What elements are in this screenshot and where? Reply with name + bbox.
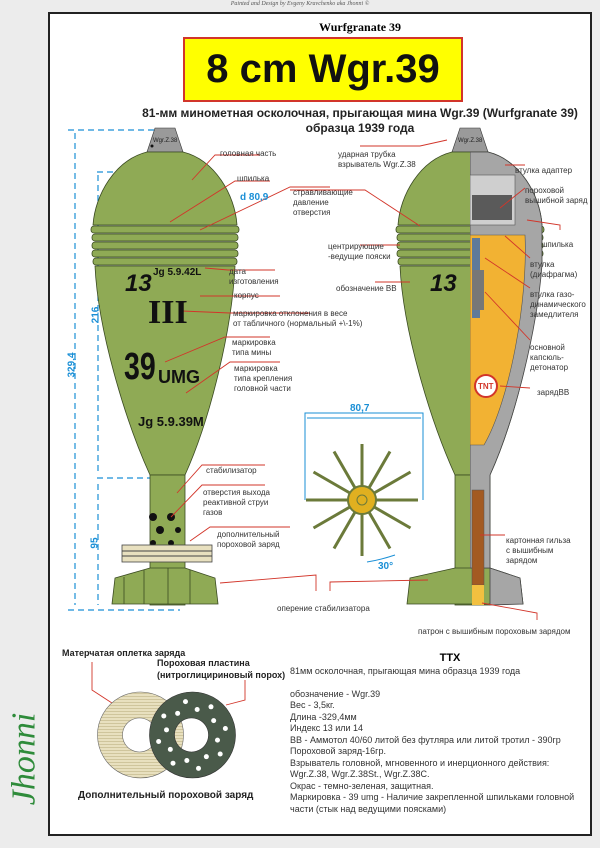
label-bands: центрирующие -ведущие пояски bbox=[328, 242, 391, 261]
leader-lines bbox=[91, 139, 561, 706]
date-marking-bottom: Jg 5.9.39M bbox=[138, 414, 204, 429]
label-cartridge-case: картонная гильза с вышибным зарядом bbox=[506, 536, 571, 565]
index-marking: 13 bbox=[125, 270, 152, 297]
fin-end-view bbox=[304, 412, 424, 563]
dim-tail: 95 bbox=[89, 537, 101, 549]
label-pin-right: шпилька bbox=[541, 240, 574, 249]
label-head-mount: маркировка типа крепления головной части bbox=[234, 364, 293, 393]
label-cloth: Матерчатая оплетка заряда bbox=[62, 648, 186, 658]
ttx-line: Взрыватель головной, мгновенного и инерц… bbox=[290, 757, 550, 780]
ttx-line: Окрас - темно-зеленая, защитная. bbox=[290, 780, 434, 791]
ttx-line: 81мм осколочная, прыгающая мина образца … bbox=[290, 666, 521, 676]
ttx-title: ТТХ bbox=[439, 652, 461, 664]
dim-fin-span: 80,7 bbox=[350, 403, 370, 414]
charge-caption: Дополнительный пороховой заряд bbox=[78, 790, 254, 801]
extra-charge-rings bbox=[97, 691, 236, 779]
subtitle-line-2: образца 1939 года bbox=[305, 121, 415, 135]
label-pin: шпилька bbox=[237, 174, 270, 183]
date-marking-top: Jg 5.9.42L bbox=[153, 267, 202, 278]
powder-plate-hole bbox=[208, 704, 214, 710]
powder-plate-hole bbox=[167, 746, 173, 752]
label-hx-mark: обозначение ВВ bbox=[336, 284, 397, 293]
header-title: Wurfgranate 39 bbox=[318, 20, 402, 34]
label-detonator: основной капсюль- детонатор bbox=[530, 343, 569, 372]
label-weight: маркировка отклонения в весе от таблично… bbox=[233, 309, 363, 328]
label-eject-charge: пороховой вышибной заряд bbox=[525, 186, 588, 205]
title-box: 8 cm Wgr.39 bbox=[183, 37, 463, 102]
head-type-marking: UMG bbox=[158, 367, 200, 387]
powder-plate-hole bbox=[222, 725, 228, 731]
label-hx: зарядВВ bbox=[537, 388, 570, 397]
powder-plate-hole bbox=[170, 760, 176, 766]
ttx-line bbox=[290, 678, 590, 689]
powder-plate-hole bbox=[184, 757, 190, 763]
ttx-line: Пороховой заряд-16гр. bbox=[290, 746, 386, 756]
powder-plate-hole bbox=[175, 710, 181, 716]
label-body: корпус bbox=[234, 291, 259, 300]
powder-plate-hole bbox=[211, 718, 217, 724]
label-head: головная часть bbox=[220, 149, 277, 158]
powder-plate-hole bbox=[214, 737, 220, 743]
powder-plate-hole bbox=[156, 739, 162, 745]
powder-plate-hole bbox=[217, 751, 223, 757]
ttx-line: Маркировка - 39 umg - Наличие закрепленн… bbox=[290, 792, 575, 814]
dim-total: 329,4 bbox=[66, 352, 78, 378]
powder-plate-hole bbox=[161, 713, 167, 719]
label-fins: оперение стабилизатора bbox=[277, 604, 370, 613]
label-vent: стравливающие давление отверстия bbox=[293, 188, 353, 217]
powder-plate-hole bbox=[203, 754, 209, 760]
ttx-line: Длина -329,4мм bbox=[290, 711, 357, 722]
ttx-line: Индекс 13 или 14 bbox=[290, 723, 364, 733]
label-date: дата изготовления bbox=[229, 267, 279, 286]
label-cartridge: патрон с вышибным пороховым зарядом bbox=[418, 627, 571, 636]
fuze-marking-right: Wgr.Z.38 bbox=[458, 138, 483, 144]
tnt-badge: TNT bbox=[478, 382, 494, 391]
subtitle: 81-мм минометная осколочная, прыгающая м… bbox=[100, 106, 600, 136]
label-gas-holes: отверстия выхода реактивной струи газов bbox=[203, 488, 270, 517]
label-delay: втулка газо- динамического замедлителя bbox=[530, 290, 586, 319]
subtitle-line-1: 81-мм минометная осколочная, прыгающая м… bbox=[142, 106, 578, 120]
label-type: маркировка типа мины bbox=[232, 338, 276, 357]
powder-plate-hole bbox=[164, 727, 170, 733]
label-plate: Пороховая пластина (нитроглицириновый по… bbox=[157, 658, 286, 680]
index-marking-right: 13 bbox=[430, 270, 457, 297]
mine-exterior-view bbox=[90, 127, 240, 606]
label-stabilizer: стабилизатор bbox=[206, 466, 257, 475]
dim-fin-angle: 30° bbox=[378, 561, 394, 572]
ttx-line: Вес - 3,5кг. bbox=[290, 700, 335, 710]
powder-plate-hole bbox=[182, 699, 188, 705]
label-diaphragm: втулка (диафрагма) bbox=[530, 260, 578, 279]
label-fuze: ударная трубка взрыватель Wgr.Z.38 bbox=[338, 150, 416, 169]
dim-diameter: d 80,9 bbox=[240, 192, 269, 203]
label-adapter: втулка адаптер bbox=[515, 166, 573, 175]
label-extra-charge: дополнительный пороховой заряд bbox=[217, 530, 280, 549]
ttx-specs: 81мм осколочная, прыгающая мина образца … bbox=[290, 666, 590, 815]
powder-plate-hole bbox=[196, 765, 202, 771]
fuze-marking: Wgr.Z.38 bbox=[153, 138, 178, 144]
weight-class-marking: III bbox=[148, 294, 188, 331]
mine-cutaway-view bbox=[395, 127, 545, 606]
powder-plate-hole bbox=[194, 707, 200, 713]
credit-line: Painted and Design by Evgeny Kravchenko … bbox=[230, 1, 370, 7]
ttx-line: ВВ - Аммотол 40/60 литой без футляра или… bbox=[290, 734, 561, 745]
type-marking: 39 bbox=[124, 346, 156, 388]
dim-body: 216 bbox=[90, 306, 102, 324]
ttx-line: обозначение - Wgr.39 bbox=[290, 688, 381, 699]
